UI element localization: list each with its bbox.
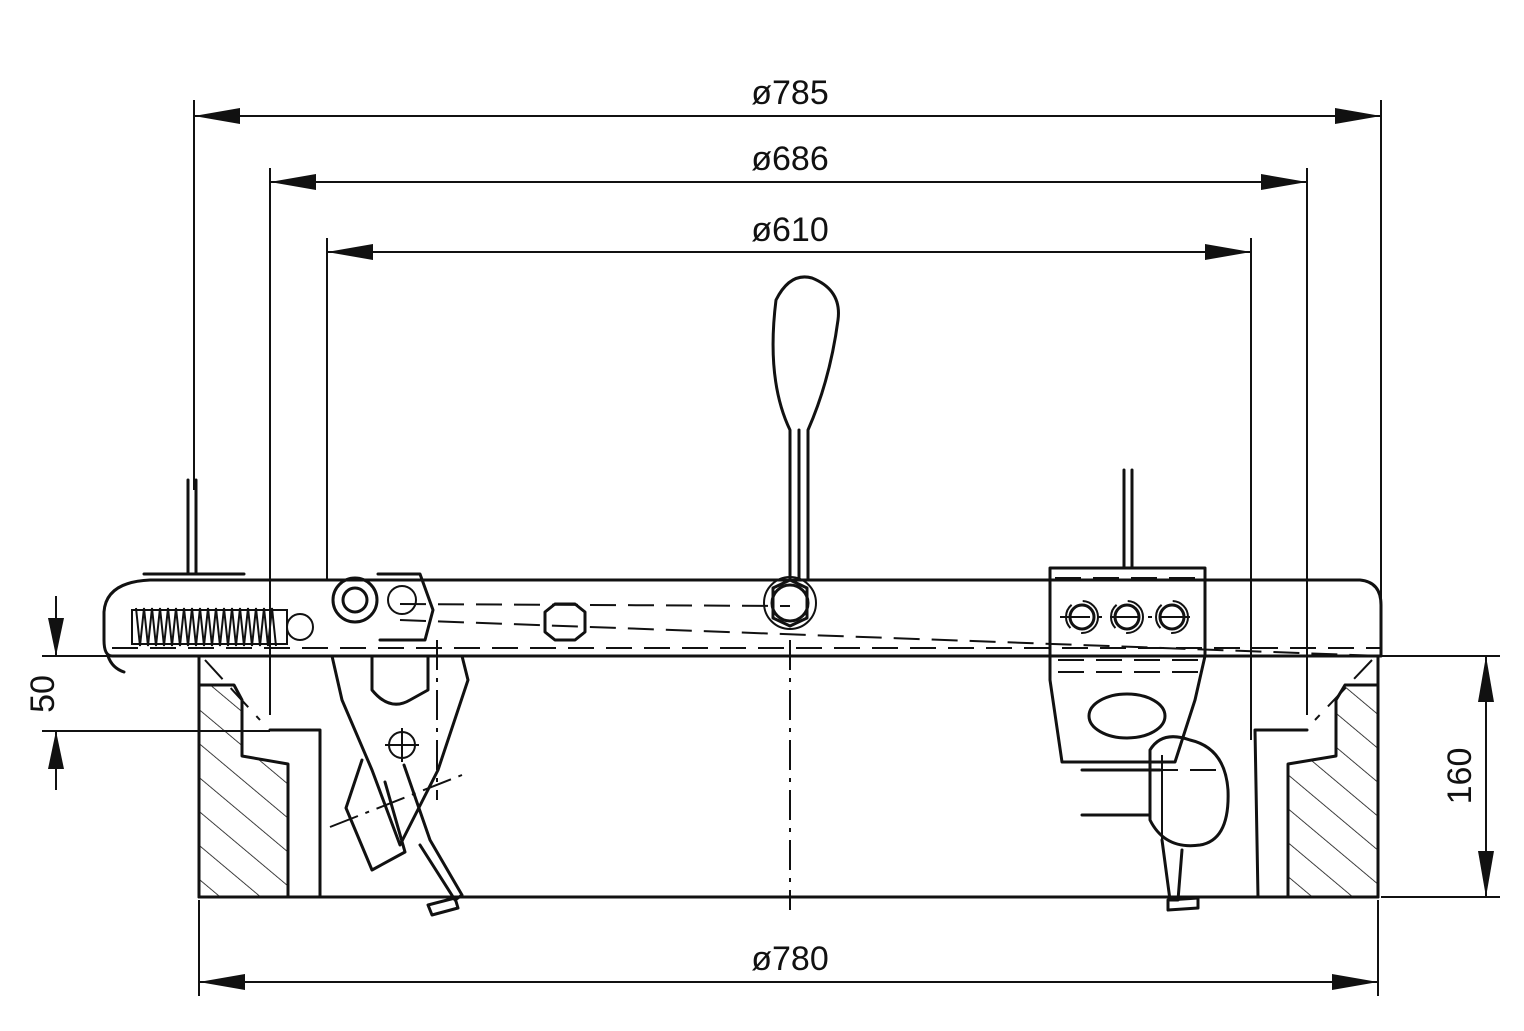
- dimension-785: ø785: [193, 74, 1382, 655]
- dimension-610: ø610: [326, 211, 1252, 740]
- right-bracket: [1048, 468, 1207, 817]
- spring: [131, 607, 314, 647]
- dimension-780: ø780: [198, 900, 1379, 996]
- right-handle: [1148, 735, 1230, 912]
- dimension-686: ø686: [269, 140, 1308, 715]
- dimension-686-label: ø686: [751, 140, 829, 178]
- main-beam: [102, 572, 1383, 674]
- dimension-780-label: ø780: [751, 940, 829, 978]
- frame-base: [197, 640, 1380, 910]
- dimension-160-label: 160: [1441, 748, 1479, 805]
- dimension-50-label: 50: [24, 675, 62, 713]
- pivot-bolt: [331, 576, 379, 624]
- right-frame-section: [1253, 654, 1380, 899]
- lifting-eye: [771, 275, 840, 582]
- left-frame-section: [197, 654, 322, 899]
- dimension-785-label: ø785: [751, 74, 829, 112]
- left-latch: [329, 572, 470, 917]
- dimension-610-label: ø610: [751, 211, 829, 249]
- left-post: [186, 478, 198, 576]
- dimension-160: 160: [1381, 655, 1500, 898]
